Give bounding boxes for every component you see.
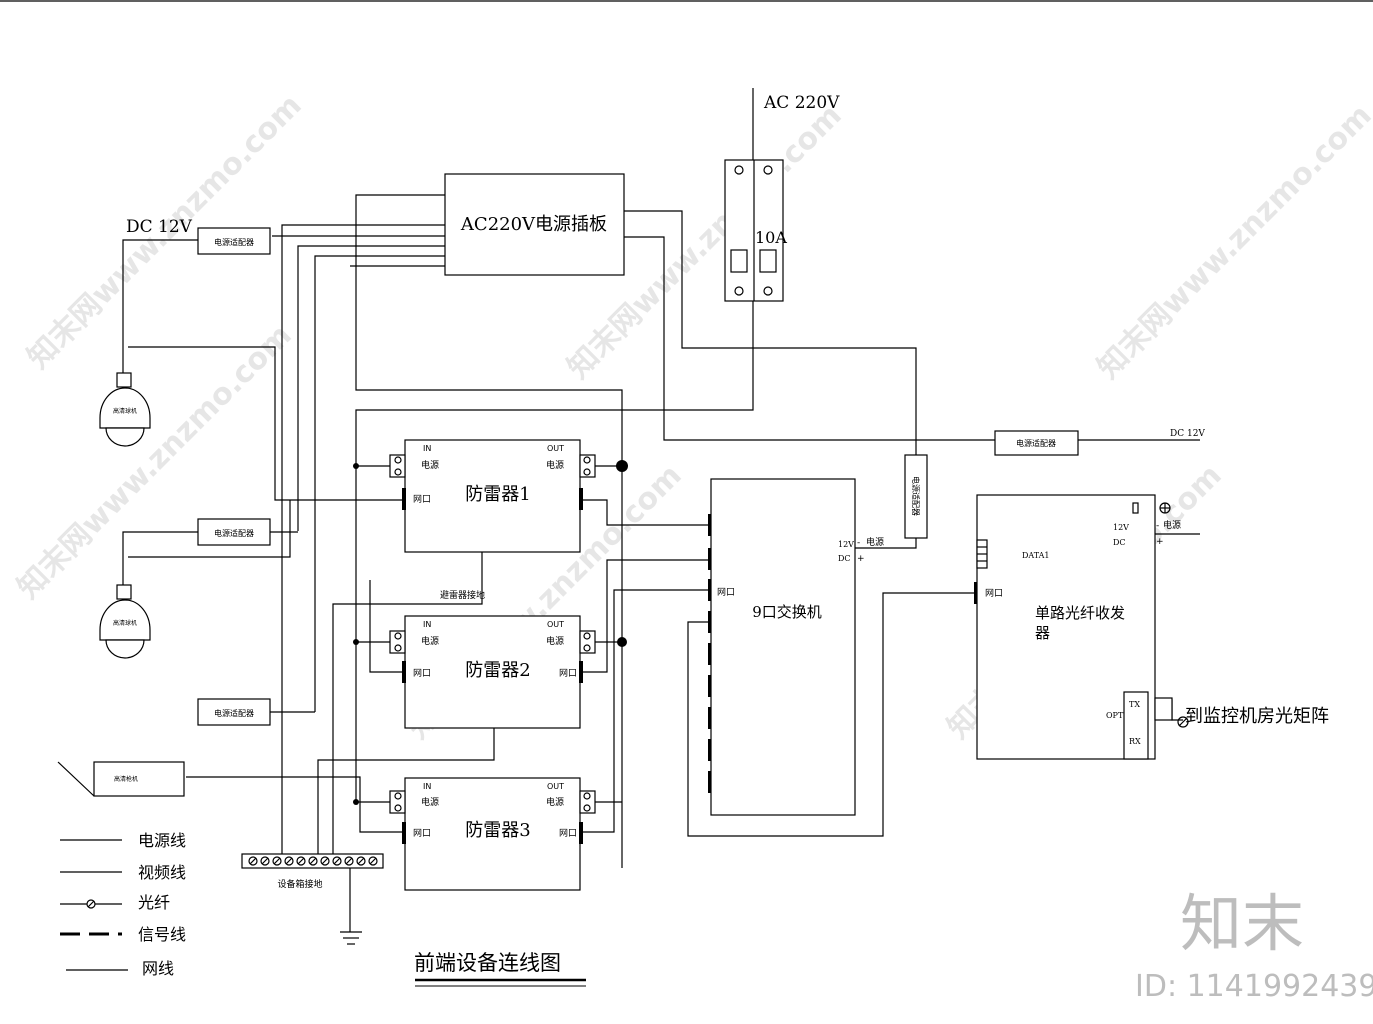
adapter-vertical: 电源适配器 bbox=[904, 454, 928, 539]
adapter-label: 电源适配器 bbox=[214, 708, 254, 718]
port-net-label: 网口 bbox=[559, 668, 577, 679]
fiber-transceiver: 单路光纤收发 器 DATA1 网口 12V DC 电源 - + OPT TX R… bbox=[974, 494, 1181, 760]
switch-net-label: 网口 bbox=[717, 587, 735, 598]
ground-bar-label: 设备箱接地 bbox=[277, 878, 322, 890]
adapter-right: 电源适配器 bbox=[994, 430, 1079, 456]
fiber-dc-label: DC bbox=[1113, 538, 1126, 547]
port-power-label: 电源 bbox=[546, 459, 564, 471]
dc-right-label: DC 12V bbox=[1170, 429, 1205, 439]
port-power-label: 电源 bbox=[421, 635, 439, 647]
switch-12v-label: 12V bbox=[838, 540, 854, 549]
to-matrix-label: 到监控机房光矩阵 bbox=[1185, 706, 1329, 727]
legend-label: 光纤 bbox=[138, 893, 170, 912]
port-in-label: IN bbox=[423, 444, 431, 453]
port-in-label: IN bbox=[423, 782, 431, 791]
fiber-label-line2: 器 bbox=[1035, 624, 1050, 642]
port-net-label: 网口 bbox=[413, 494, 431, 505]
ground-screw-icon bbox=[296, 856, 306, 866]
adapter-label: 电源适配器 bbox=[1016, 438, 1056, 448]
arrester-1: 防雷器1 IN 电源 网口 OUT 电源 bbox=[389, 439, 596, 553]
power-strip-label: AC220V电源插板 bbox=[460, 214, 607, 235]
port-in-label: IN bbox=[423, 620, 431, 629]
port-net-label: 网口 bbox=[413, 668, 431, 679]
earth-ground-icon bbox=[340, 931, 362, 945]
watermark-layer: 知末网www.znzmo.com 知末网www.znzmo.com 知末网www… bbox=[11, 88, 1373, 746]
switch-dc-label: DC bbox=[838, 554, 851, 563]
bullet-camera: 高清枪机 bbox=[57, 761, 185, 797]
fiber-tx-label: TX bbox=[1129, 700, 1140, 709]
port-power-label: 电源 bbox=[421, 796, 439, 808]
switch-plus: + bbox=[857, 554, 865, 564]
ground-screw-icon bbox=[320, 856, 330, 866]
switch-9-port: 9口交换机 网口 12V DC 电源 - + bbox=[708, 478, 884, 816]
adapter-1: 电源适配器 bbox=[197, 227, 271, 255]
legend-label: 电源线 bbox=[138, 831, 186, 850]
ground-screw-icon bbox=[356, 856, 366, 866]
fiber-minus: - bbox=[1156, 521, 1159, 531]
port-out-label: OUT bbox=[547, 444, 564, 453]
port-power-label: 电源 bbox=[546, 635, 564, 647]
junction-dots bbox=[353, 460, 628, 805]
power-strip bbox=[444, 173, 625, 276]
ground-screw-icon bbox=[344, 856, 354, 866]
fiber-plus: + bbox=[1156, 537, 1164, 547]
legend-label: 网线 bbox=[142, 959, 174, 978]
fiber-opt-label: OPT bbox=[1106, 711, 1124, 720]
dome-camera-1: 高清球机 bbox=[99, 372, 151, 447]
fiber-net-label: 网口 bbox=[985, 588, 1003, 599]
port-power-label: 电源 bbox=[546, 796, 564, 808]
arrester-ground-label: 避雷器接地 bbox=[440, 589, 485, 601]
adapter-label: 电源适配器 bbox=[911, 476, 921, 516]
dc-top-label: DC 12V bbox=[126, 217, 193, 237]
arrester-2: 防雷器2 IN 电源 网口 OUT 电源 网口 bbox=[389, 615, 596, 729]
arrester-3: 防雷器3 IN 电源 网口 OUT 电源 网口 bbox=[389, 777, 596, 891]
legend: 电源线 视频线 光纤 信号线 网线 bbox=[60, 831, 186, 978]
port-net-label: 网口 bbox=[413, 828, 431, 839]
adapter-3: 电源适配器 bbox=[197, 698, 271, 726]
legend-label: 信号线 bbox=[138, 925, 186, 944]
bullet-camera-label: 高清枪机 bbox=[114, 775, 138, 783]
dome-camera-label: 高清球机 bbox=[113, 619, 137, 627]
port-power-label: 电源 bbox=[421, 459, 439, 471]
ground-bar-screws bbox=[248, 856, 378, 866]
ground-screw-icon bbox=[284, 856, 294, 866]
fiber-data1-label: DATA1 bbox=[1022, 551, 1050, 560]
breaker: 10A bbox=[724, 159, 787, 302]
fiber-label-line1: 单路光纤收发 bbox=[1035, 604, 1125, 622]
wires bbox=[122, 88, 1200, 932]
dome-camera-label: 高清球机 bbox=[113, 407, 137, 415]
legend-label: 视频线 bbox=[138, 863, 186, 882]
dome-camera-2: 高清球机 bbox=[99, 584, 151, 659]
ground-screw-icon bbox=[308, 856, 318, 866]
id-label: ID: 1141992439 bbox=[1135, 969, 1373, 1004]
arrester-label: 防雷器1 bbox=[465, 484, 530, 505]
ground-screw-icon bbox=[332, 856, 342, 866]
ground-bar: 设备箱接地 bbox=[241, 853, 384, 890]
switch-minus: - bbox=[857, 538, 860, 548]
fiber-12v-label: 12V bbox=[1113, 523, 1129, 532]
port-out-label: OUT bbox=[547, 782, 564, 791]
diagram-title: 前端设备连线图 bbox=[414, 951, 561, 975]
adapter-2: 电源适配器 bbox=[197, 518, 271, 546]
adapter-label: 电源适配器 bbox=[214, 528, 254, 538]
switch-power-label: 电源 bbox=[866, 536, 884, 548]
arrester-label: 防雷器3 bbox=[465, 820, 530, 841]
port-net-label: 网口 bbox=[559, 828, 577, 839]
ground-screw-icon bbox=[248, 856, 258, 866]
watermark-text: 知末网www.znzmo.com bbox=[1091, 98, 1373, 386]
switch-label: 9口交换机 bbox=[752, 603, 822, 621]
ground-screw-icon bbox=[260, 856, 270, 866]
adapter-label: 电源适配器 bbox=[214, 237, 254, 247]
fiber-rx-label: RX bbox=[1129, 737, 1141, 746]
ground-screw-icon bbox=[368, 856, 378, 866]
brand-logo: 知末 bbox=[1180, 887, 1304, 960]
fiber-power-label: 电源 bbox=[1163, 519, 1181, 531]
ac-input-label: AC 220V bbox=[763, 93, 840, 113]
port-out-label: OUT bbox=[547, 620, 564, 629]
breaker-rating: 10A bbox=[755, 228, 787, 247]
ground-screw-icon bbox=[272, 856, 282, 866]
arrester-label: 防雷器2 bbox=[465, 660, 530, 681]
fiber-connector-icon bbox=[1177, 716, 1189, 728]
